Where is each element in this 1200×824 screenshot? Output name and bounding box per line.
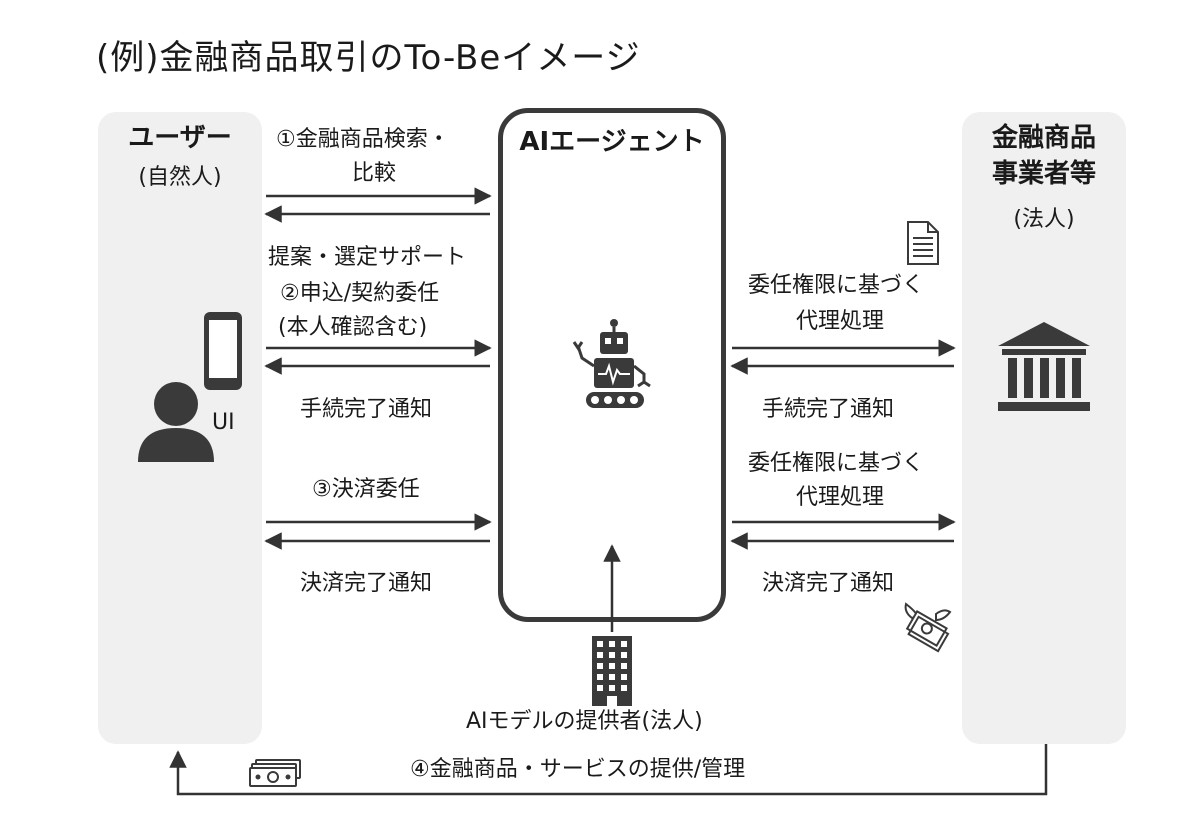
bank-icon (998, 322, 1090, 411)
corp-subtitle: (法人) (1013, 207, 1075, 232)
proxy1-label-line1: 委任権限に基づく (748, 273, 925, 298)
proposal-label: 提案・選定サポート (268, 245, 467, 270)
ui-label: UI (212, 410, 235, 435)
flying-money-icon (904, 602, 952, 653)
user-icon (138, 382, 214, 462)
user-title: ユーザー (128, 123, 232, 153)
step1-label-line1: ①金融商品検索・ (276, 127, 450, 152)
provider-label: AIモデルの提供者(法人) (466, 709, 703, 734)
proxy1-label-line2: 代理処理 (796, 309, 885, 334)
user-column (98, 112, 262, 744)
user-subtitle: (自然人) (138, 165, 222, 190)
step1-label-line2: 比較 (352, 161, 397, 186)
agent-box (498, 108, 726, 622)
document-icon (907, 221, 939, 265)
corp-title-line1: 金融商品 (991, 123, 1096, 153)
smartphone-icon (204, 312, 242, 390)
page-title: (例)金融商品取引のTo-Beイメージ (96, 38, 641, 78)
proxy2-label-line2: 代理処理 (796, 485, 885, 510)
corp-title-line2: 事業者等 (991, 159, 1096, 189)
step3-label: ③決済委任 (312, 477, 420, 502)
robot-icon (572, 319, 651, 408)
step2-label-line1: ②申込/契約委任 (280, 281, 440, 306)
step4-label: ④金融商品・サービスの提供/管理 (410, 757, 746, 782)
right-procedure-done-label: 手続完了通知 (762, 397, 895, 422)
cash-icon (249, 759, 301, 787)
left-payment-done-label: 決済完了通知 (300, 571, 433, 596)
building-icon (592, 636, 632, 706)
arrow-step4-return (169, 744, 1048, 796)
corp-column (962, 112, 1126, 744)
right-payment-done-label: 決済完了通知 (762, 571, 895, 596)
agent-title: AIエージェント (519, 127, 705, 157)
proxy2-label-line1: 委任権限に基づく (748, 451, 925, 476)
left-procedure-done-label: 手続完了通知 (300, 397, 433, 422)
step2-label-line2: (本人確認含む) (278, 315, 428, 340)
